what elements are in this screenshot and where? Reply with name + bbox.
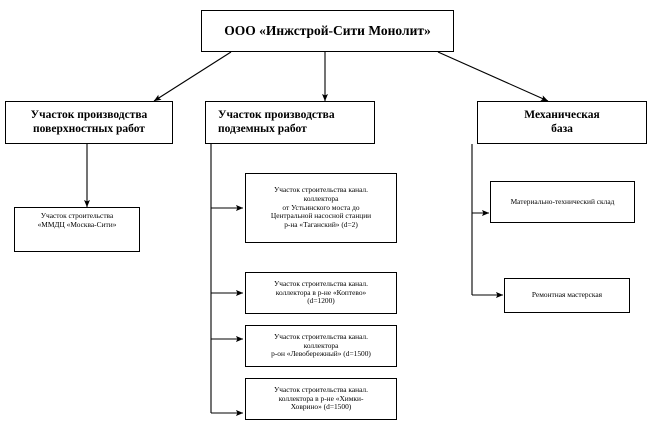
node-koptevo[interactable]: Участок строительства канал. коллектора … bbox=[245, 272, 397, 314]
node-root-label: ООО «Инжстрой-Сити Монолит» bbox=[224, 23, 431, 39]
node-surface-works-label: Участок производства поверхностных работ bbox=[30, 108, 148, 135]
node-mechanical-base-label: Механическая база bbox=[524, 108, 600, 135]
node-mmdc-moscow-city[interactable]: Участок строительства «ММДЦ «Москва-Сити… bbox=[14, 207, 140, 252]
node-repair-workshop-label: Ремонтная мастерская bbox=[531, 290, 603, 300]
node-taganskiy[interactable]: Участок строительства канал. коллектора … bbox=[245, 173, 397, 243]
node-khimki-khovrino[interactable]: Участок строительства канал. коллектора … bbox=[245, 378, 397, 420]
node-root[interactable]: ООО «Инжстрой-Сити Монолит» bbox=[201, 10, 454, 52]
node-taganskiy-label: Участок строительства канал. коллектора … bbox=[270, 185, 372, 230]
node-mmdc-moscow-city-label: Участок строительства «ММДЦ «Москва-Сити… bbox=[37, 211, 117, 229]
node-surface-works[interactable]: Участок производства поверхностных работ bbox=[5, 101, 173, 144]
connector-root-to-surface-works bbox=[153, 51, 232, 102]
node-repair-workshop[interactable]: Ремонтная мастерская bbox=[504, 278, 630, 313]
connector-root-to-mechanical-base bbox=[437, 51, 549, 102]
node-koptevo-label: Участок строительства канал. коллектора … bbox=[274, 278, 368, 306]
node-khimki-khovrino-label: Участок строительства канал. коллектора … bbox=[274, 384, 368, 412]
node-material-warehouse[interactable]: Материально-технический склад bbox=[490, 181, 635, 223]
node-levoberezhnyy-label: Участок строительства канал. коллектора … bbox=[271, 331, 371, 359]
node-material-warehouse-label: Материально-технический склад bbox=[510, 196, 615, 206]
node-levoberezhnyy[interactable]: Участок строительства канал. коллектора … bbox=[245, 325, 397, 367]
node-underground-works[interactable]: Участок производства подземных работ bbox=[205, 101, 375, 144]
node-underground-works-label: Участок производства подземных работ bbox=[218, 108, 335, 135]
node-mechanical-base[interactable]: Механическая база bbox=[477, 101, 647, 144]
